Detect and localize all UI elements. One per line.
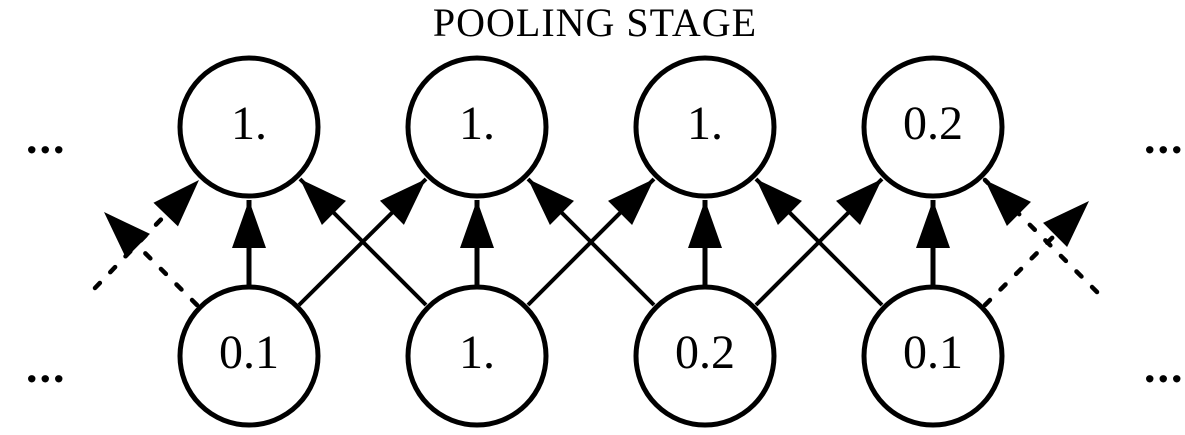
edge-bottom3-top2 [526,177,656,307]
top-node-2-label: 1. [459,97,495,150]
ellipsis-bottom-right: ... [1144,341,1185,392]
ellipsis-top-left: ... [26,112,67,163]
bottom-node-2-label: 1. [459,326,495,379]
top-node-3 [633,55,777,199]
bottom-node-1 [177,284,321,428]
edge-offscreen-bottomleft-top1 [92,177,202,291]
ellipsis-bottom-left: ... [26,341,67,392]
top-node-4-label: 0.2 [903,97,963,150]
edge-bottom4-offscreen-topright [982,198,1092,308]
bottom-node-3-label: 0.2 [675,326,735,379]
top-node-3-label: 1. [687,97,723,150]
bottom-node-4 [861,284,1005,428]
edge-offscreen-bottomright-top4 [982,177,1100,295]
top-node-1 [177,55,321,199]
top-node-4 [861,55,1005,199]
top-node-1-label: 1. [231,97,267,150]
edge-bottom4-top3 [754,177,884,307]
bottom-node-3 [633,284,777,428]
top-node-2 [405,55,549,199]
edge-bottom2-top1 [298,177,428,307]
bottom-node-2 [405,284,549,428]
bottom-node-4-label: 0.1 [903,326,963,379]
ellipsis-top-right: ... [1144,112,1185,163]
edge-bottom1-offscreen-topleft [101,209,200,308]
bottom-node-1-label: 0.1 [219,326,279,379]
diagram-title: POOLING STAGE [433,0,757,45]
